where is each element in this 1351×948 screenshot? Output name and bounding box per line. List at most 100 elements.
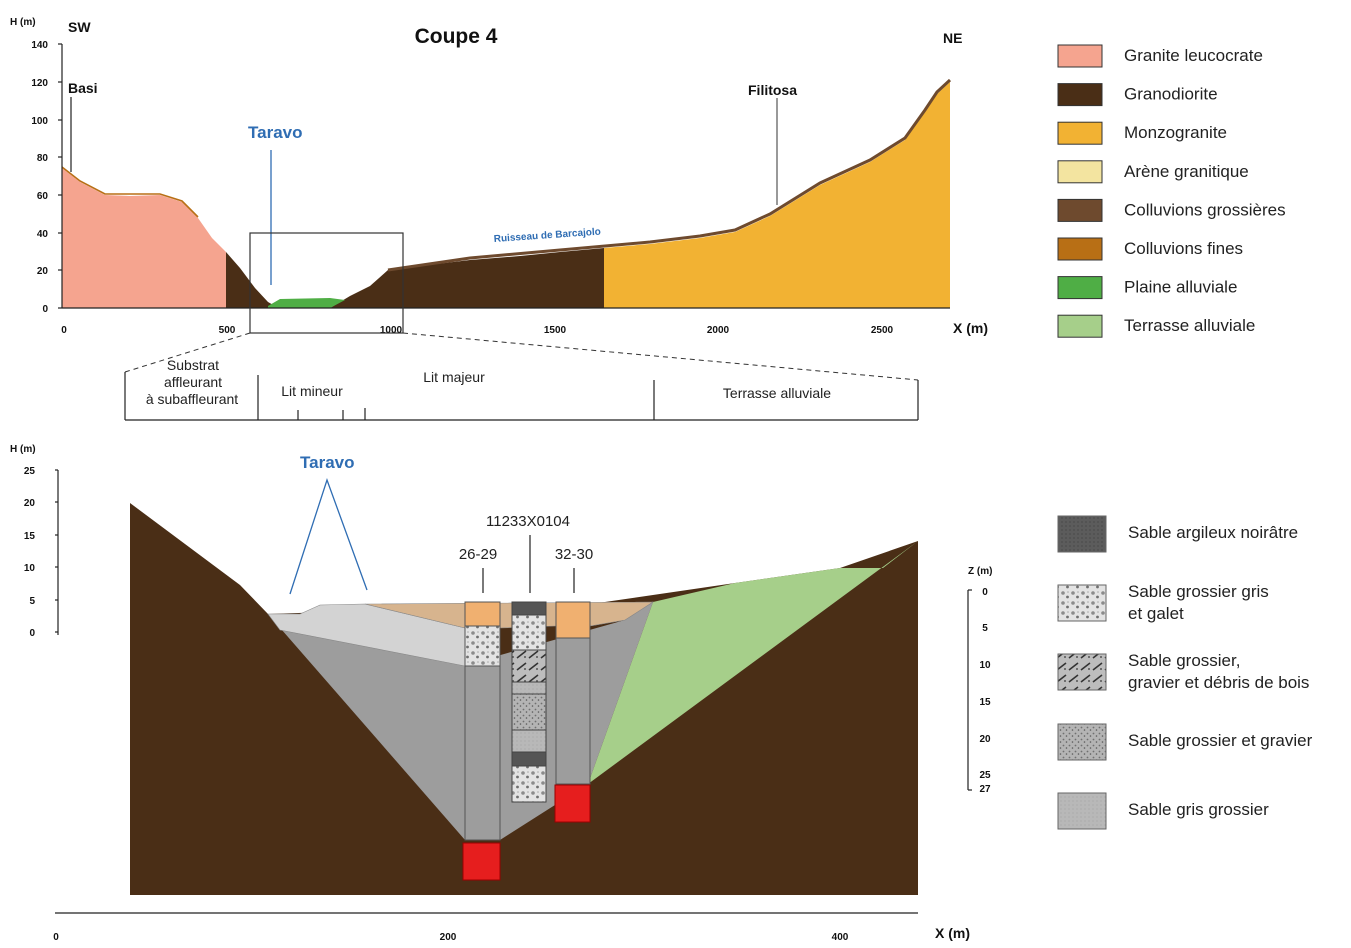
top-ytick-0: 0 [42,304,48,315]
sw-label: SW [68,19,91,35]
borehole-id-label: 11233X0104 [486,513,570,530]
top-xtick-1500: 1500 [544,325,567,336]
legend-swatch-4 [1057,198,1103,222]
top-ytick-80: 80 [37,153,49,164]
sediment-swatch-1 [1057,584,1107,622]
bottom-xtick-400: 400 [832,932,849,943]
top-xtick-2000: 2000 [707,325,730,336]
z-tick-25: 25 [979,770,991,781]
legend-label-5: Colluvions fines [1124,239,1243,258]
top-ytick-100: 100 [31,116,48,127]
granite-leucocrate-layer [62,168,226,308]
bottom-ytick-0: 0 [29,628,35,639]
zone-substrat-2: affleurant [164,374,222,390]
granodiorite-right-layer [330,248,604,308]
filitosa-label: Filitosa [748,82,797,98]
z-tick-20: 20 [979,734,991,745]
bottom-ytick-15: 15 [24,531,36,542]
borehole-26-29-label: 26-29 [459,546,497,563]
legend-label-3: Arène granitique [1124,162,1249,181]
legend-label-1: Granodiorite [1124,85,1218,104]
bottom-xlabel: X (m) [935,925,970,941]
top-ytick-140: 140 [31,40,48,51]
bottom-xtick-200: 200 [440,932,457,943]
zone-terrasse: Terrasse alluviale [723,385,831,401]
bottom-ytick-5: 5 [29,596,35,607]
z-axis-label: Z (m) [968,566,992,577]
bottom-ylabel: H (m) [10,444,36,455]
granodiorite-layer [226,252,275,308]
zone-substrat-1: Substrat [167,357,219,373]
top-yaxis-ticks: 140 120 100 80 60 40 20 0 [31,40,62,315]
legend-swatch-3 [1057,160,1103,184]
z-tick-0: 0 [982,587,988,598]
taravo-top-label: Taravo [248,123,303,142]
sediment-swatch-3 [1057,723,1107,761]
sediment-swatch-2 [1057,653,1107,691]
legend-swatch-7 [1057,314,1103,338]
sediment-label-1-1: et galet [1128,604,1184,623]
sediment-swatch-4 [1057,792,1107,830]
legend-swatch-0 [1057,44,1103,68]
legend-label-4: Colluvions grossières [1124,200,1286,219]
top-ytick-60: 60 [37,191,49,202]
borehole-32-30-label: 32-30 [555,546,593,563]
legend-label-0: Granite leucocrate [1124,46,1263,65]
alluvial-plain-layer [268,298,345,308]
zone-substrat-3: à subaffleurant [146,391,238,407]
top-ytick-20: 20 [37,266,49,277]
red-marker-1 [462,842,501,881]
legend-swatch-5 [1057,237,1103,261]
zone-lit-mineur: Lit mineur [281,383,343,399]
ruisseau-label: Ruisseau de Barcajolo [493,227,601,245]
top-xtick-0: 0 [61,325,67,336]
taravo-bottom-label: Taravo [300,453,355,472]
bottom-section: Taravo 11233X0104 26-29 32-30 H (m) 25 2… [10,444,992,943]
sediment-label-0-0: Sable argileux noirâtre [1128,523,1298,542]
z-tick-27: 27 [979,784,991,795]
legend-label-7: Terrasse alluviale [1124,316,1255,335]
top-xtick-2500: 2500 [871,325,894,336]
colluvium-fine-layer [61,166,199,218]
bottom-ytick-10: 10 [24,563,36,574]
zone-lit-majeur: Lit majeur [423,369,485,385]
sediment-label-4-0: Sable gris grossier [1128,800,1269,819]
sediment-label-2-0: Sable grossier, [1128,651,1240,670]
sediment-swatch-0 [1057,515,1107,553]
sediment-label-1-0: Sable grossier gris [1128,582,1269,601]
zone-strip: Substrat affleurant à subaffleurant Lit … [124,357,919,421]
z-tick-5: 5 [982,623,988,634]
top-section: 140 120 100 80 60 40 20 0 0 500 1000 150… [10,17,988,336]
top-xlabel: X (m) [953,320,988,336]
legend-lithology: Granite leucocrateGranodioriteMonzograni… [1057,44,1286,338]
colluvium-coarse-layer [387,78,952,272]
red-marker-2 [554,784,591,823]
top-ytick-120: 120 [31,78,48,89]
top-xtick-500: 500 [219,325,236,336]
legend-swatch-6 [1057,276,1103,300]
basi-label: Basi [68,80,98,96]
monzogranite-layer [604,82,950,308]
top-xaxis-ticks: 0 500 1000 1500 2000 2500 [61,325,893,336]
z-tick-10: 10 [979,660,991,671]
sediment-label-3-0: Sable grossier et gravier [1128,731,1313,750]
bottom-xtick-0: 0 [53,932,59,943]
legend-label-6: Plaine alluviale [1124,278,1237,297]
ne-label: NE [943,30,962,46]
bottom-ytick-20: 20 [24,498,36,509]
sediment-label-2-1: gravier et débris de bois [1128,673,1309,692]
bottom-ytick-25: 25 [24,466,36,477]
legend-swatch-1 [1057,83,1103,107]
top-xtick-1000: 1000 [380,325,403,336]
bottom-terrace [588,541,918,784]
legend-label-2: Monzogranite [1124,123,1227,142]
top-ylabel: H (m) [10,17,36,28]
legend-swatch-2 [1057,121,1103,145]
z-tick-15: 15 [979,697,991,708]
top-ytick-40: 40 [37,229,49,240]
section-title: Coupe 4 [415,25,498,48]
zoom-box [249,232,404,334]
